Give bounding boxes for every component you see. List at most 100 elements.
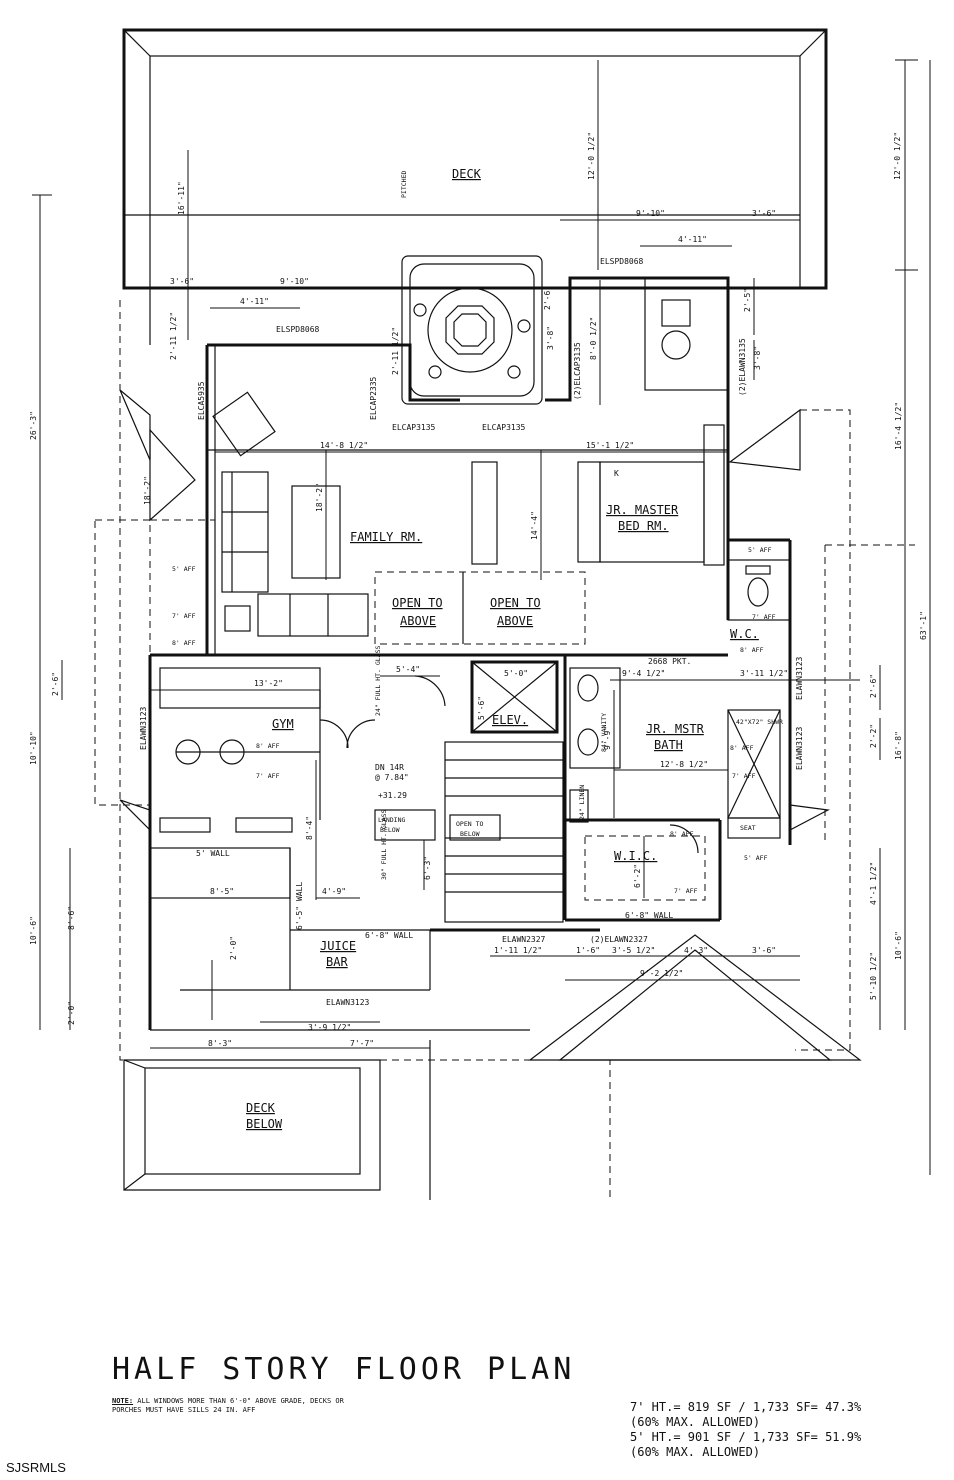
glass-label: 24" FULL HT. GLASS bbox=[374, 645, 382, 716]
plan-title: HALF STORY FLOOR PLAN bbox=[112, 1352, 576, 1387]
dim-label: 2'-0" bbox=[67, 1001, 76, 1025]
dim-label: 2'-6" bbox=[869, 674, 878, 698]
open-above-1-line1: OPEN TO bbox=[392, 596, 443, 610]
dim-label: 8'-3" bbox=[208, 1039, 232, 1048]
dim-label: 3'-8" bbox=[753, 346, 762, 370]
dim-label: 6'-3" bbox=[423, 856, 432, 880]
dim-label: 16'-4 1/2" bbox=[894, 402, 903, 450]
dim-label: 3'-6" bbox=[752, 209, 776, 218]
deck-below-line1: DECK bbox=[246, 1101, 276, 1115]
open-above-2-line2: ABOVE bbox=[497, 614, 533, 628]
dim-label: 8'-0 1/2" bbox=[589, 317, 598, 360]
pitched-note: PITCHED bbox=[400, 171, 408, 198]
area-line-7ft: 7' HT.= 819 SF / 1,733 SF= 47.3% bbox=[630, 1400, 862, 1414]
window-label: ELSPD8068 bbox=[276, 325, 320, 334]
aff-label: 7' AFF bbox=[172, 612, 196, 620]
dim-label: 9'-9" bbox=[603, 726, 612, 750]
dim-label: 7'-7" bbox=[350, 1039, 374, 1048]
aff-label: 8' AFF bbox=[740, 646, 764, 654]
window-callouts: ELSPD8068 ELSPD8068 ELCA5935 ELCAP2335 E… bbox=[139, 257, 804, 1007]
dim-label: 8'-6" bbox=[67, 906, 76, 930]
dimension-strings: 26'-3" 10'-10" 10'-6" 8'-6" 2'-0" 2'-6" … bbox=[29, 60, 931, 1175]
upper-deck: DECK PITCHED bbox=[122, 28, 828, 345]
landing-line1: LANDING bbox=[378, 816, 405, 824]
dim-label: 4'-1 1/2" bbox=[869, 862, 878, 905]
area-line-5ft-max: (60% MAX. ALLOWED) bbox=[630, 1445, 761, 1459]
window-label: ELCA5935 bbox=[197, 381, 206, 420]
dim-label: 2'-6" bbox=[51, 672, 60, 696]
aff-label: 5' AFF bbox=[172, 565, 196, 573]
window-label: ELSPD8068 bbox=[600, 257, 644, 266]
dim-label: 16'-8" bbox=[894, 731, 903, 760]
note-label: NOTE: bbox=[112, 1397, 134, 1405]
seat-label: SEAT bbox=[740, 824, 756, 832]
dim-label: 10'-6" bbox=[29, 916, 38, 945]
dim-label: 18'-2" bbox=[315, 483, 324, 512]
jr-master-line2: BED RM. bbox=[618, 519, 669, 533]
k-label: K bbox=[614, 469, 619, 478]
open-below-line1: OPEN TO bbox=[456, 820, 483, 828]
wall-label: 6'-8" WALL bbox=[365, 931, 413, 940]
dim-label: 14'-8 1/2" bbox=[320, 441, 368, 450]
aff-label: 8' AFF bbox=[670, 830, 694, 838]
wic-label: W.I.C. bbox=[614, 849, 657, 863]
deck-below-line2: BELOW bbox=[246, 1117, 283, 1131]
vanity-label: 84" VANITY bbox=[600, 713, 608, 752]
dim-label: 12'-0 1/2" bbox=[893, 132, 902, 180]
dim-label: 3'-6" bbox=[170, 277, 194, 286]
window-label: ELCAP3135 bbox=[392, 423, 436, 432]
dn14r-label: DN 14R bbox=[375, 763, 404, 772]
jr-master-bath: JR. MSTR BATH 42"X72" SHWR SEAT 84" VANI… bbox=[569, 667, 783, 839]
open-to-above: OPEN TO ABOVE OPEN TO ABOVE bbox=[374, 571, 586, 645]
open-above-2-line1: OPEN TO bbox=[490, 596, 541, 610]
window-label: ELAWN2327 bbox=[502, 935, 546, 944]
wc-room: W.C. bbox=[727, 559, 791, 641]
dim-label: 1'-6" bbox=[576, 946, 600, 955]
dim-label: 12'-0 1/2" bbox=[587, 132, 596, 180]
dim-label: 9'-10" bbox=[636, 209, 665, 218]
window-label: ELAWN3123 bbox=[326, 998, 370, 1007]
riser-label: @ 7.84" bbox=[375, 773, 409, 782]
dim-label: 12'-8 1/2" bbox=[660, 760, 708, 769]
elevation-label: +31.29 bbox=[378, 791, 407, 800]
dim-label: 1'-11 1/2" bbox=[494, 946, 542, 955]
gym: GYM bbox=[159, 667, 376, 833]
aff-label: 8' AFF bbox=[256, 742, 280, 750]
dim-label: 5'-6" bbox=[477, 696, 486, 720]
dim-label: 6'-2" bbox=[633, 864, 642, 888]
elevator: ELEV. bbox=[414, 660, 559, 734]
deck-label: DECK bbox=[452, 167, 482, 181]
wall-label: 5' WALL bbox=[196, 849, 230, 858]
dim-label: 5'-4" bbox=[396, 665, 420, 674]
dim-label: 14'-4" bbox=[530, 511, 539, 540]
elevator-label: ELEV. bbox=[492, 713, 528, 727]
landing-line2: BELOW bbox=[380, 826, 400, 834]
shower-label: 42"X72" SHWR bbox=[736, 718, 783, 726]
aff-label: 5' AFF bbox=[748, 546, 772, 554]
dim-label: 18'-2" bbox=[143, 476, 152, 505]
deck-below: DECK BELOW bbox=[123, 1040, 431, 1200]
window-label: ELCAP3135 bbox=[482, 423, 526, 432]
dim-label: 2'-2" bbox=[869, 724, 878, 748]
dim-label: 26'-3" bbox=[29, 411, 38, 440]
dim-label: 16'-11" bbox=[177, 181, 186, 215]
main-walls bbox=[148, 276, 792, 1031]
dim-label: 2'-5" bbox=[743, 288, 752, 312]
juice-line2: BAR bbox=[326, 955, 348, 969]
linen-label: 24" LINEN bbox=[578, 785, 586, 820]
upper-dimensions: 12'-0 1/2" 12'-0 1/2" 16'-11" 9'-10" 3'-… bbox=[148, 59, 918, 340]
open-below-line2: BELOW bbox=[460, 830, 480, 838]
dim-label: 2'-6" bbox=[543, 286, 552, 310]
window-label: ELAWN3123 bbox=[139, 706, 148, 750]
dim-label: 3'-6" bbox=[752, 946, 776, 955]
aff-label: 7' AFF bbox=[674, 887, 698, 895]
dim-label: 10'-6" bbox=[894, 931, 903, 960]
dim-label: 9'-4 1/2" bbox=[622, 669, 665, 678]
juice-bar: JUICE BAR bbox=[149, 847, 430, 991]
dim-label: 3'-9 1/2" bbox=[308, 1023, 351, 1032]
glass-label: 30" FULL HT. GLASS bbox=[380, 809, 388, 880]
grade-note: NOTE: ALL WINDOWS MORE THAN 6'-0" ABOVE … bbox=[112, 1397, 352, 1415]
juice-line1: JUICE bbox=[320, 939, 356, 953]
open-above-1-line2: ABOVE bbox=[400, 614, 436, 628]
